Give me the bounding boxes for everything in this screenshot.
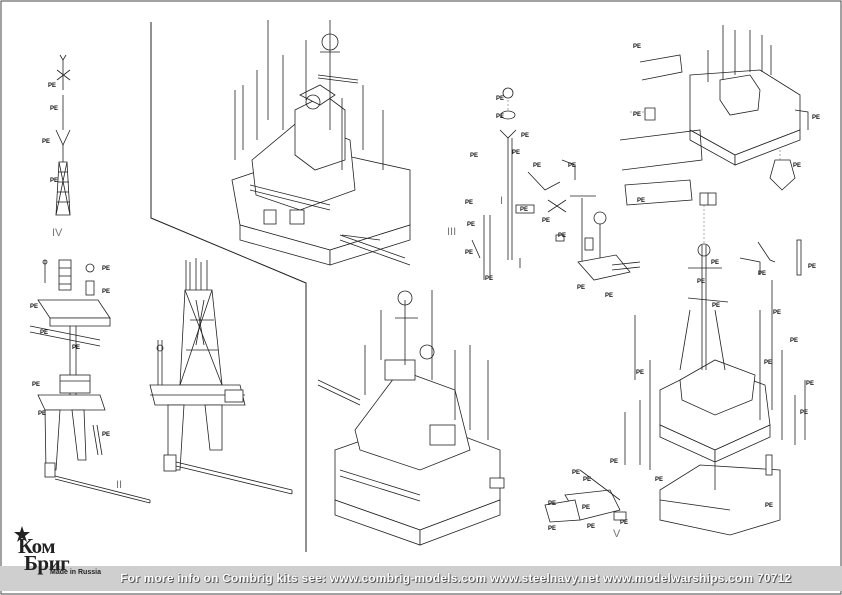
footer-band bbox=[0, 566, 842, 591]
assembled-lattice-mast bbox=[149, 258, 293, 495]
pe-label: PE bbox=[633, 44, 642, 50]
pe-label: PE bbox=[790, 338, 799, 344]
pe-label: PE bbox=[587, 524, 596, 530]
logo-wordmark-line1: Ком bbox=[18, 534, 56, 558]
bridge-assembly bbox=[619, 25, 809, 206]
pe-label: PE bbox=[712, 303, 721, 309]
assembly-marker-ii: II bbox=[116, 479, 123, 491]
pe-label: PE bbox=[758, 271, 767, 277]
pe-label: PE bbox=[50, 178, 59, 184]
pe-label: PE bbox=[558, 233, 567, 239]
pe-label: PE bbox=[812, 115, 821, 121]
pe-label: PE bbox=[40, 330, 49, 336]
pe-label: PE bbox=[102, 289, 111, 295]
assembly-marker-iii: III bbox=[447, 226, 457, 238]
pe-label: PE bbox=[533, 163, 542, 169]
footer-info-text: For more info on Combrig kits see: www.c… bbox=[120, 571, 792, 585]
pe-label: PE bbox=[485, 276, 494, 282]
pe-label: PE bbox=[773, 310, 782, 316]
pe-label: PE bbox=[568, 163, 577, 169]
pe-label: PE bbox=[637, 198, 646, 204]
pe-label: PE bbox=[102, 432, 111, 438]
pe-label: PE bbox=[30, 304, 39, 310]
pe-label: PE bbox=[102, 266, 111, 272]
pe-label: PE bbox=[42, 139, 51, 145]
pe-label: PE bbox=[610, 459, 619, 465]
star-icon bbox=[14, 526, 30, 542]
pe-label: PE bbox=[808, 264, 817, 270]
assembly-marker-i: I bbox=[500, 195, 504, 207]
pe-label: PE bbox=[512, 150, 521, 156]
pe-label: PE bbox=[465, 200, 474, 206]
assembly-marker-v: V bbox=[613, 528, 621, 540]
center-superstructure bbox=[317, 290, 505, 546]
pe-label: PE bbox=[548, 501, 557, 507]
pe-label: PE bbox=[636, 370, 645, 376]
pe-label: PE bbox=[764, 360, 773, 366]
assembly-marker-iv: IV bbox=[52, 227, 63, 239]
pe-label: PE bbox=[48, 83, 57, 89]
pe-label: PE bbox=[697, 279, 706, 285]
pe-label: PE bbox=[520, 207, 529, 213]
pe-label: PE bbox=[655, 477, 664, 483]
pe-label: PE bbox=[583, 477, 592, 483]
pe-label: PE bbox=[496, 114, 505, 120]
combrig-logo: Ком Бриг Made in Russia bbox=[14, 526, 114, 590]
pe-label: PE bbox=[467, 222, 476, 228]
pe-label: PE bbox=[765, 503, 774, 509]
pe-label: PE bbox=[32, 382, 41, 388]
pe-label: PE bbox=[620, 520, 629, 526]
pe-label: PE bbox=[806, 381, 815, 387]
divider-line bbox=[150, 22, 307, 552]
pe-label: PE bbox=[548, 526, 557, 532]
pe-label: PE bbox=[465, 250, 474, 256]
made-in-russia-text: Made in Russia bbox=[50, 569, 101, 576]
pe-label: PE bbox=[521, 133, 530, 139]
pe-label: PE bbox=[72, 345, 81, 351]
mast-detail-parts bbox=[471, 87, 641, 281]
pe-label: PE bbox=[38, 411, 47, 417]
leader-lines bbox=[62, 95, 781, 490]
pe-label: PE bbox=[582, 505, 591, 511]
pe-label: PE bbox=[470, 153, 479, 159]
pe-label: PE bbox=[711, 260, 720, 266]
left-mast-assembly bbox=[29, 54, 151, 504]
pe-label: PE bbox=[605, 293, 614, 299]
pe-label: PE bbox=[542, 218, 551, 224]
pe-label: PE bbox=[496, 96, 505, 102]
logo-wordmark-line2: Бриг bbox=[24, 551, 70, 575]
top-superstructure bbox=[231, 20, 411, 266]
pe-label: PE bbox=[633, 112, 642, 118]
pe-label: PE bbox=[793, 163, 802, 169]
pe-label: PE bbox=[577, 285, 586, 291]
pe-label: PE bbox=[50, 106, 59, 112]
pe-label: PE bbox=[572, 470, 581, 476]
pe-label: PE bbox=[800, 410, 809, 416]
